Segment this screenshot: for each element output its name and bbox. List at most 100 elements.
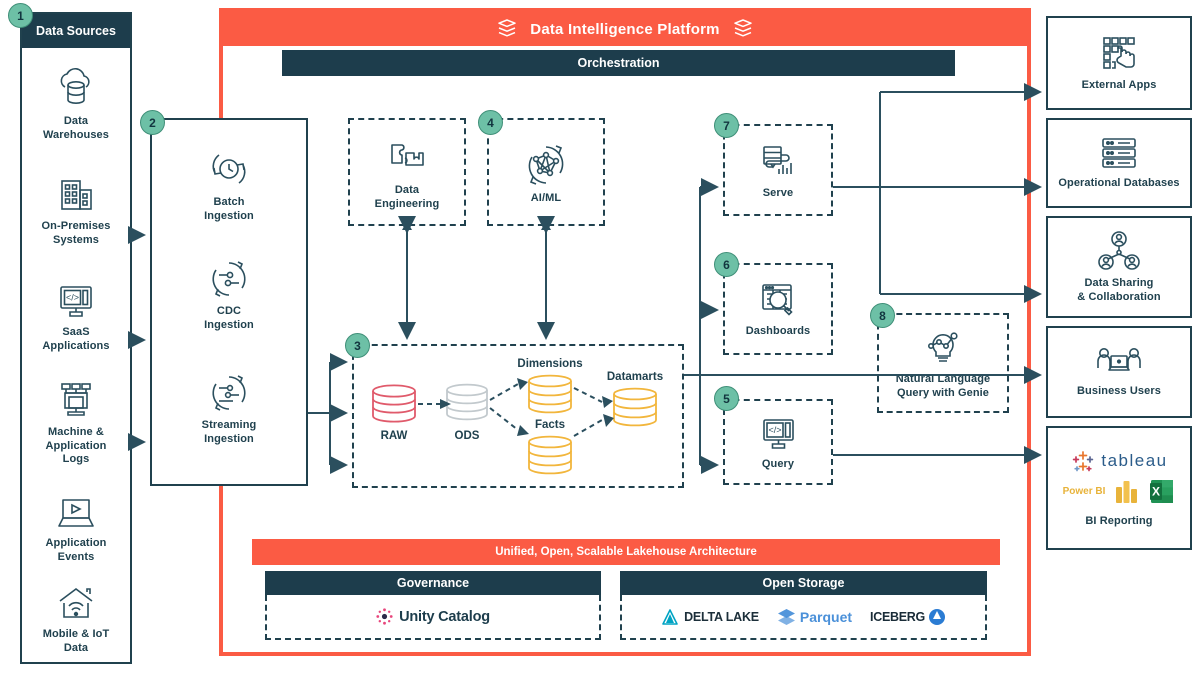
consumer-label-3: Business Users	[1077, 384, 1161, 397]
iceberg-icon	[928, 608, 945, 625]
house-wifi-icon	[54, 587, 98, 623]
badge-1: 1	[8, 3, 33, 28]
delta-lake-icon	[662, 608, 678, 625]
consumer-label-4: BI Reporting	[1085, 514, 1153, 527]
unity-catalog-label: Unity Catalog	[399, 608, 490, 625]
iceberg-logo: ICEBERG	[870, 608, 946, 626]
server-rack-icon	[1096, 136, 1142, 172]
iceberg-label: ICEBERG	[870, 609, 925, 624]
lakehouse-data-box	[352, 344, 684, 488]
code-monitor-icon-query: </>	[756, 417, 800, 453]
badge-3: 3	[345, 333, 370, 358]
consumer-operational-databases: Operational Databases	[1046, 118, 1192, 208]
consumer-bi-reporting: tableau Power BI X BI Re	[1046, 426, 1192, 550]
badge-6: 6	[714, 252, 739, 277]
orchestration-bar: Orchestration	[282, 50, 955, 76]
data-sources-panel	[20, 12, 132, 664]
ai-ml-content: AI/ML	[487, 132, 605, 216]
badge-2: 2	[140, 110, 165, 135]
facts-cylinder: Facts	[528, 419, 572, 475]
orchestration-label: Orchestration	[577, 56, 660, 70]
app-grid-click-icon	[1096, 34, 1142, 74]
laptop-play-icon	[53, 496, 99, 532]
dashboard-search-icon	[756, 282, 800, 320]
governance-title: Governance	[396, 576, 470, 590]
stream-sync-icon	[206, 372, 252, 414]
badge-8: 8	[870, 303, 895, 328]
svg-text:Dimensions: Dimensions	[517, 358, 582, 370]
consumer-business-users: Business Users	[1046, 326, 1192, 418]
consumer-label-1: Operational Databases	[1058, 176, 1180, 189]
sources-to-ingestion-arrows	[128, 226, 146, 451]
query-content: </> Query	[723, 408, 833, 480]
parquet-label: Parquet	[799, 608, 853, 625]
governance-header: Governance	[265, 571, 601, 595]
dashboards-content: Dashboards	[723, 272, 833, 348]
code-monitor-icon: </>	[54, 283, 98, 321]
parquet-logo: Parquet	[777, 608, 852, 626]
open-storage-body: DELTA LAKE Parquet ICEBERG	[620, 595, 987, 640]
data-sources-title: Data Sources	[36, 24, 116, 38]
query-box	[723, 399, 833, 485]
databricks-stack-icon-right	[733, 19, 752, 39]
serve-content: Serve	[723, 134, 833, 210]
ingestion-panel	[150, 118, 308, 486]
dashboards-label: Dashboards	[745, 324, 811, 337]
neural-network-icon	[522, 143, 570, 187]
svg-text:</>: </>	[66, 292, 79, 302]
serve-box	[723, 124, 833, 216]
puzzle-pieces-icon	[384, 137, 430, 179]
badge-5: 5	[714, 386, 739, 411]
clock-refresh-icon	[206, 147, 252, 191]
datamarts-cylinder: Datamarts	[607, 371, 663, 427]
dimensions-cylinder: Dimensions	[517, 358, 583, 414]
tableau-wordmark: tableau	[1101, 450, 1168, 470]
lakehouse-banner-label: Unified, Open, Scalable Lakehouse Archit…	[495, 546, 757, 558]
cloud-database-icon	[54, 67, 98, 110]
open-storage-header: Open Storage	[620, 571, 987, 595]
network-nodes-icon	[54, 381, 98, 421]
serve-chart-icon	[756, 144, 800, 182]
users-laptop-icon	[1093, 346, 1145, 380]
medallion-flow: RAW ODS Dimensions Facts	[372, 358, 663, 475]
svg-text:</>: </>	[768, 425, 781, 435]
consumer-external-apps: External Apps	[1046, 16, 1192, 110]
badge-4: 4	[478, 110, 503, 135]
svg-text:RAW: RAW	[381, 430, 408, 442]
raw-cylinder: RAW	[372, 384, 416, 442]
ai-ml-label: AI/ML	[530, 191, 562, 204]
powerbi-excel-logos: Power BI X	[1063, 478, 1176, 505]
data-sources-header: Data Sources	[22, 14, 130, 48]
delta-lake-logo: DELTA LAKE	[661, 608, 759, 626]
consumer-label-2: Data Sharing& Collaboration	[1077, 276, 1161, 303]
tableau-logo: tableau	[1070, 448, 1167, 474]
svg-text:Facts: Facts	[535, 419, 565, 431]
platform-title-bar: Data Intelligence Platform	[223, 12, 1027, 46]
office-building-icon	[54, 177, 98, 215]
parquet-icon	[777, 608, 795, 625]
cdc-sync-icon	[206, 258, 252, 300]
medallion-connectors	[418, 378, 614, 437]
unity-catalog-icon	[376, 608, 393, 625]
genie-box	[877, 313, 1009, 413]
lakehouse-banner: Unified, Open, Scalable Lakehouse Archit…	[252, 539, 1000, 565]
